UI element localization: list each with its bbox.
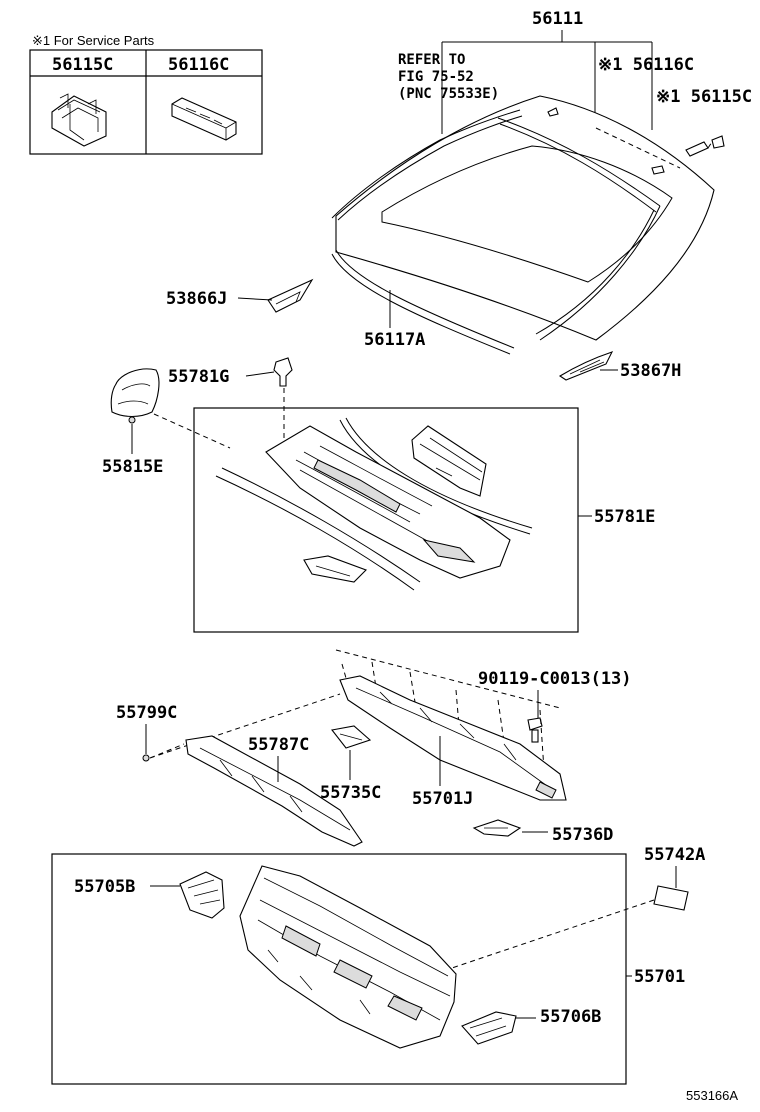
label-53867h: 53867H	[620, 361, 681, 381]
clip-55799c	[142, 754, 150, 762]
figure-id: 553166A	[686, 1088, 738, 1103]
label-56117a: 56117A	[364, 330, 425, 350]
bracket-55735c	[331, 725, 372, 749]
clip-56116c-illustration	[171, 97, 237, 141]
label-55736d: 55736D	[552, 825, 613, 845]
bracket-55705b	[179, 871, 225, 919]
service-parts-table: 56115C 56116C	[29, 49, 263, 155]
leader-56111	[441, 30, 653, 134]
bracket-55706b	[461, 1011, 517, 1045]
service-parts-note: ※1 For Service Parts	[32, 33, 155, 48]
lower-molding-56117a	[331, 249, 515, 355]
label-55742a: 55742A	[644, 845, 705, 865]
clip-55781g	[273, 357, 293, 387]
label-56111: 56111	[532, 9, 583, 29]
label-55706b: 55706B	[540, 1007, 601, 1027]
windshield-molding	[331, 109, 661, 341]
leader-55781g	[245, 371, 275, 377]
label-55705b: 55705B	[74, 877, 135, 897]
pad-guide	[439, 899, 655, 973]
cowl-side-panel-55701j	[335, 649, 567, 801]
seal-guide	[153, 413, 231, 449]
label-55799c: 55799C	[116, 703, 177, 723]
pad-55742a	[653, 885, 689, 911]
refer-line-2: FIG 75-52	[398, 69, 474, 85]
clip-56115c-illustration	[51, 93, 107, 147]
cowl-top-ventilator-louver	[215, 417, 533, 591]
label-90119-c0013: 90119-C0013(13)	[478, 669, 632, 689]
label-55781e: 55781E	[594, 507, 655, 527]
bolt-90119	[527, 717, 543, 743]
label-55815e: 55815E	[102, 457, 163, 477]
bracket-53866j	[267, 278, 314, 313]
refer-line-3: (PNC 75533E)	[398, 86, 499, 102]
windshield-glass	[335, 95, 725, 341]
leader-53866j	[237, 297, 273, 301]
label-56116c: ※1 56116C	[598, 55, 694, 75]
table-header-56116c: 56116C	[168, 55, 229, 75]
label-55787c: 55787C	[248, 735, 309, 755]
label-53866j: 53866J	[166, 289, 227, 309]
label-55781g: 55781G	[168, 367, 229, 387]
label-55735c: 55735C	[320, 783, 381, 803]
label-55701: 55701	[634, 967, 685, 987]
cowl-panel-55787c	[185, 735, 363, 847]
bracket-55736d	[472, 819, 522, 837]
refer-line-1: REFER TO	[398, 52, 465, 68]
bracket-53867h	[558, 351, 614, 381]
cowl-top-box	[193, 407, 579, 633]
clip-55799c-guide	[149, 693, 341, 759]
table-header-56115c: 56115C	[52, 55, 113, 75]
label-55701j: 55701J	[412, 789, 473, 809]
seal-55815e	[110, 368, 160, 424]
cowl-panel-box	[51, 853, 627, 1085]
cowl-panel-55701	[239, 865, 457, 1049]
label-56115c: ※1 56115C	[656, 87, 752, 107]
